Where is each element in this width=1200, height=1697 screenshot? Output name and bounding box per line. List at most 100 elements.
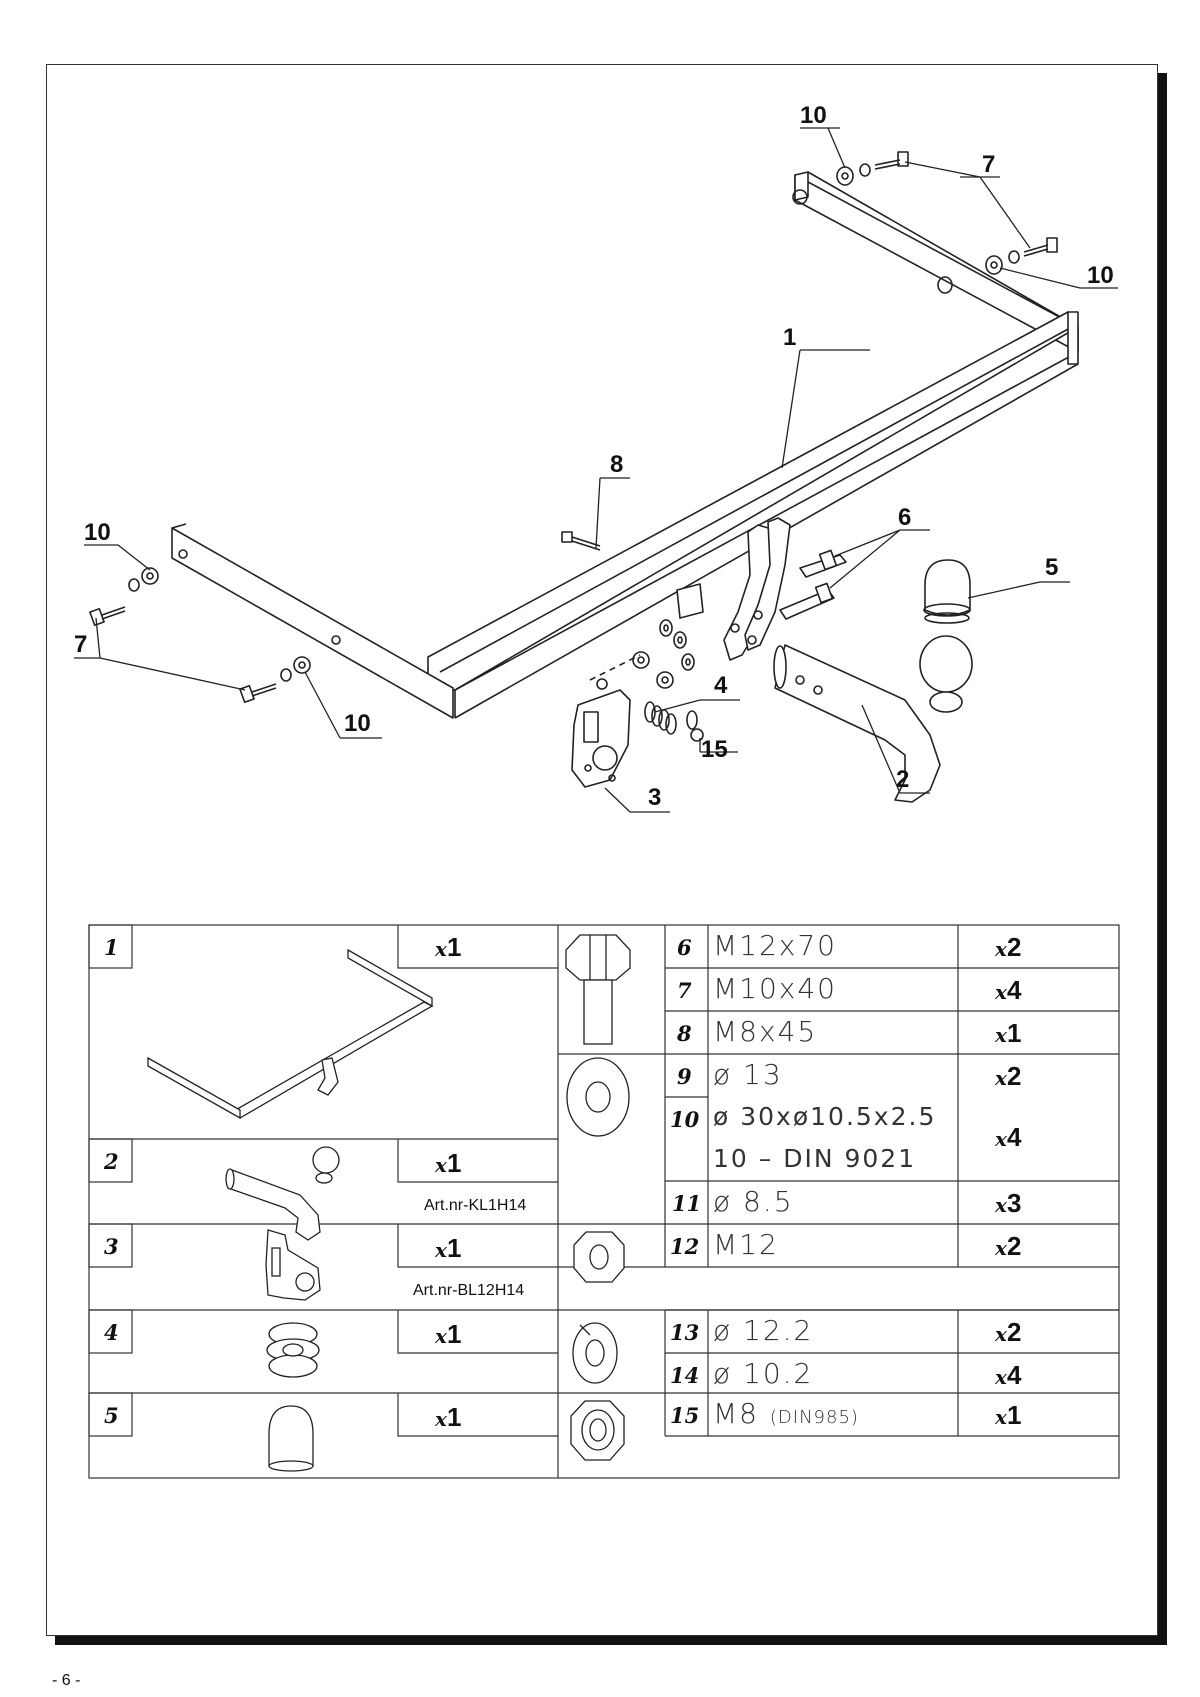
- part-7-spec: M10x40: [713, 972, 837, 1005]
- callout-10-left-top: 10: [84, 519, 111, 546]
- socket-plate-icon: [265, 1229, 321, 1301]
- socket-plate-part: [571, 689, 631, 788]
- part-9-number: 9: [677, 1064, 692, 1089]
- part-1-number: 1: [104, 935, 119, 960]
- part-4-quantity-n: 1: [446, 1319, 462, 1349]
- part-10-number: 10: [670, 1107, 700, 1132]
- part-15-quantity-x: x: [995, 1405, 1007, 1429]
- part-10-quantity-n: 4: [1006, 1122, 1022, 1152]
- callout-2: 2: [896, 766, 909, 793]
- part-8-quantity: x1: [995, 1018, 1021, 1049]
- callout-6: 6: [898, 504, 911, 531]
- callout-5: 5: [1045, 554, 1058, 581]
- leader-lines: [74, 127, 1118, 813]
- part-1-quantity: x1: [435, 932, 461, 963]
- callout-3: 3: [648, 784, 661, 811]
- part-12-number: 12: [670, 1234, 700, 1259]
- callout-1: 1: [783, 324, 796, 351]
- part-9-quantity-n: 2: [1006, 1061, 1022, 1091]
- main-cross-beam: [427, 311, 1079, 719]
- part-3-quantity-n: 1: [446, 1233, 462, 1263]
- parts-table-grid: [88, 924, 1120, 1479]
- fasteners: [89, 151, 1058, 742]
- part-14-quantity-x: x: [995, 1365, 1007, 1389]
- part-7-quantity-x: x: [995, 980, 1007, 1004]
- part-8-number: 8: [677, 1021, 692, 1046]
- part-14-quantity-n: 4: [1006, 1360, 1022, 1390]
- bolt-icon: [565, 934, 631, 1045]
- hex-nut-icon: [573, 1231, 625, 1283]
- part-2-quantity-x: x: [435, 1153, 447, 1177]
- callout-8: 8: [610, 451, 623, 478]
- part-8-quantity-n: 1: [1006, 1018, 1022, 1048]
- part-3-quantity-x: x: [435, 1238, 447, 1262]
- part-7-quantity: x4: [995, 975, 1021, 1006]
- ball-neck-icon: [225, 1146, 340, 1241]
- part-10-quantity-x: x: [995, 1127, 1007, 1151]
- part-5-quantity-n: 1: [446, 1402, 462, 1432]
- part-15-quantity: x1: [995, 1400, 1021, 1431]
- part-15-quantity-n: 1: [1006, 1400, 1022, 1430]
- center-bracket: [676, 517, 791, 661]
- part-11-number: 11: [672, 1191, 702, 1216]
- washer-icon: [566, 1057, 630, 1137]
- part-6-number: 6: [677, 935, 692, 960]
- callout-15: 15: [701, 736, 728, 763]
- callout-10-left-bottom: 10: [344, 710, 371, 737]
- part-15-spec-note: (DIN985): [769, 1407, 859, 1428]
- part-2-number: 2: [104, 1149, 119, 1174]
- spring-icon: [266, 1322, 320, 1378]
- part-12-quantity-x: x: [995, 1236, 1007, 1260]
- ball-neck-part: [773, 635, 973, 803]
- part-4-quantity: x1: [435, 1319, 461, 1350]
- part-7-number: 7: [677, 978, 692, 1003]
- part-5-quantity: x1: [435, 1402, 461, 1433]
- part-11-quantity: x3: [995, 1188, 1021, 1219]
- part-1-quantity-n: 1: [446, 932, 462, 962]
- spring-part: [644, 701, 677, 735]
- callout-7-right: 7: [982, 151, 995, 178]
- part-2-quantity: x1: [435, 1148, 461, 1179]
- part-13-quantity-n: 2: [1006, 1317, 1022, 1347]
- part-14-quantity: x4: [995, 1360, 1021, 1391]
- part-11-quantity-x: x: [995, 1193, 1007, 1217]
- part-9-quantity-x: x: [995, 1066, 1007, 1090]
- part-15-spec-main: M8: [713, 1397, 759, 1430]
- ball-cap-icon: [268, 1405, 314, 1472]
- part-5-quantity-x: x: [435, 1407, 447, 1431]
- ball-cap-part: [923, 559, 971, 624]
- part-3-number: 3: [104, 1234, 119, 1259]
- part-3-quantity: x1: [435, 1233, 461, 1264]
- part-11-quantity-n: 3: [1006, 1188, 1022, 1218]
- part-6-quantity: x2: [995, 932, 1021, 963]
- part-13-quantity-x: x: [995, 1322, 1007, 1346]
- callout-10-right-top: 10: [800, 102, 827, 129]
- part-14-number: 14: [670, 1363, 700, 1388]
- part-7-quantity-n: 4: [1006, 975, 1022, 1005]
- part-8-quantity-x: x: [995, 1023, 1007, 1047]
- part-10-spec-line2: 10 – DIN 9021: [713, 1144, 917, 1173]
- towbar-frame-icon: [147, 948, 434, 1120]
- callout-10-right-bottom: 10: [1087, 262, 1114, 289]
- part-5-number: 5: [104, 1403, 119, 1428]
- part-15-number: 15: [670, 1403, 700, 1428]
- part-11-spec: ø 8.5: [713, 1185, 794, 1218]
- lock-nut-icon: [570, 1400, 625, 1461]
- part-15-spec: M8 (DIN985): [713, 1397, 859, 1430]
- part-8-spec: M8x45: [713, 1015, 818, 1048]
- part-12-quantity: x2: [995, 1231, 1021, 1262]
- part-9-spec: ø 13: [713, 1058, 783, 1091]
- callout-7-left: 7: [74, 631, 87, 658]
- part-3-article-number: Art.nr-BL12H14: [413, 1282, 525, 1299]
- part-12-quantity-n: 2: [1006, 1231, 1022, 1261]
- part-12-spec: M12: [713, 1228, 779, 1261]
- part-13-number: 13: [670, 1320, 700, 1345]
- right-side-arm: [792, 171, 1079, 353]
- part-10-spec: ø 30xø10.5x2.5: [713, 1102, 937, 1131]
- part-6-quantity-n: 2: [1006, 932, 1022, 962]
- part-4-quantity-x: x: [435, 1324, 447, 1348]
- part-4-number: 4: [104, 1320, 119, 1345]
- part-2-article-number: Art.nr-KL1H14: [424, 1197, 527, 1214]
- part-9-quantity: x2: [995, 1061, 1021, 1092]
